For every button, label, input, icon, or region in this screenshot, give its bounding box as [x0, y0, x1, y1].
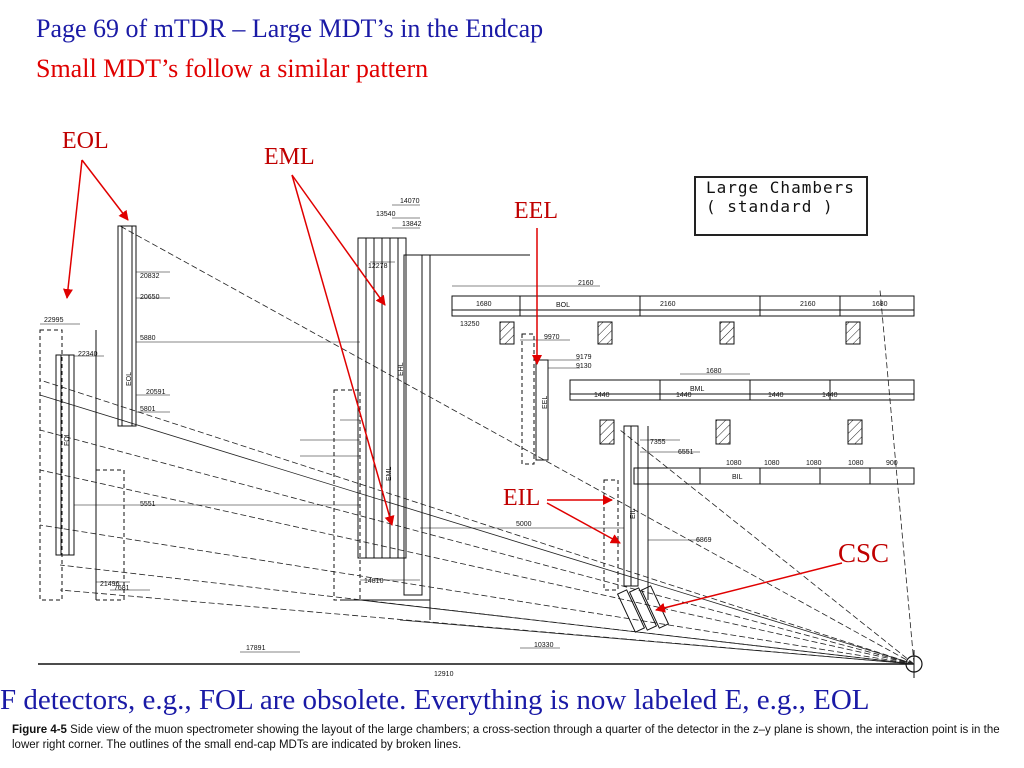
eel-chamber	[521, 333, 549, 465]
svg-text:5551: 5551	[140, 501, 156, 508]
svg-text:9130: 9130	[576, 363, 592, 370]
svg-text:17891: 17891	[246, 645, 266, 652]
figure-label: Figure 4-5	[12, 724, 67, 736]
svg-text:1680: 1680	[706, 368, 722, 375]
slide-title: Page 69 of mTDR – Large MDT’s in the End…	[36, 14, 544, 43]
svg-text:1680: 1680	[476, 301, 492, 308]
svg-text:12278: 12278	[368, 263, 388, 270]
svg-text:1440: 1440	[594, 392, 610, 399]
dimension-labels: 14070 13540 13842 12278 20832 20650 2299…	[44, 198, 898, 678]
svg-text:9970: 9970	[544, 334, 560, 341]
svg-text:1080: 1080	[726, 460, 742, 467]
svg-text:22995: 22995	[44, 317, 64, 324]
svg-text:5880: 5880	[140, 335, 156, 342]
legend-box: Large Chambers ( standard )	[694, 176, 868, 236]
svg-text:21496: 21496	[100, 581, 120, 588]
svg-text:20591: 20591	[146, 389, 166, 396]
svg-text:2160: 2160	[660, 301, 676, 308]
svg-text:1680: 1680	[872, 301, 888, 308]
svg-text:1080: 1080	[764, 460, 780, 467]
svg-text:1440: 1440	[676, 392, 692, 399]
svg-text:1440: 1440	[768, 392, 784, 399]
svg-text:20832: 20832	[140, 273, 160, 280]
figure-caption: Figure 4-5 Side view of the muon spectro…	[12, 723, 1012, 753]
svg-text:22340: 22340	[78, 351, 98, 358]
legend-line2: ( standard )	[706, 197, 834, 216]
svg-text:6869: 6869	[696, 537, 712, 544]
eol-chambers	[39, 225, 137, 601]
svg-text:BIL: BIL	[732, 474, 743, 481]
callout-csc: CSC	[838, 538, 890, 568]
svg-text:7681: 7681	[114, 585, 130, 592]
svg-text:20650: 20650	[140, 294, 160, 301]
svg-text:7355: 7355	[650, 439, 666, 446]
svg-text:BOL: BOL	[556, 302, 570, 309]
eml-chambers	[333, 237, 530, 620]
svg-text:13250: 13250	[460, 321, 480, 328]
svg-text:EHL: EHL	[398, 362, 405, 376]
svg-text:EEL: EEL	[542, 396, 549, 409]
svg-text:2160: 2160	[578, 280, 594, 287]
svg-text:BML: BML	[690, 386, 705, 393]
caption-text: Side view of the muon spectrometer showi…	[12, 724, 1000, 751]
callout-eol: EOL	[62, 128, 109, 154]
svg-text:5801: 5801	[140, 406, 156, 413]
obsolete-note: F detectors, e.g., FOL are obsolete. Eve…	[0, 684, 870, 716]
svg-text:6551: 6551	[678, 449, 694, 456]
svg-text:9179: 9179	[576, 354, 592, 361]
barrel-chambers	[451, 295, 915, 485]
slide-subtitle: Small MDT’s follow a similar pattern	[36, 54, 429, 83]
svg-text:EIL: EIL	[630, 508, 637, 519]
barrel-supports	[499, 321, 863, 445]
svg-text:EOL: EOL	[126, 372, 133, 386]
svg-text:FOL: FOL	[64, 432, 71, 446]
svg-text:14810: 14810	[364, 578, 384, 585]
projective-rays	[39, 225, 915, 665]
svg-text:EML: EML	[386, 467, 393, 482]
svg-text:900: 900	[886, 460, 898, 467]
svg-text:2160: 2160	[800, 301, 816, 308]
legend-line1: Large Chambers	[706, 178, 855, 197]
svg-text:14070: 14070	[400, 198, 420, 205]
callout-eml: EML	[264, 144, 315, 170]
svg-text:12910: 12910	[434, 671, 454, 678]
callout-arrows	[63, 159, 843, 613]
svg-text:1080: 1080	[848, 460, 864, 467]
svg-text:13540: 13540	[376, 211, 396, 218]
svg-text:1080: 1080	[806, 460, 822, 467]
svg-text:13842: 13842	[402, 221, 422, 228]
svg-text:1440: 1440	[822, 392, 838, 399]
callout-eil: EIL	[503, 485, 541, 511]
callout-eel: EEL	[514, 198, 558, 224]
svg-text:10330: 10330	[534, 642, 554, 649]
dimension-lines	[40, 204, 750, 665]
svg-text:5000: 5000	[516, 521, 532, 528]
